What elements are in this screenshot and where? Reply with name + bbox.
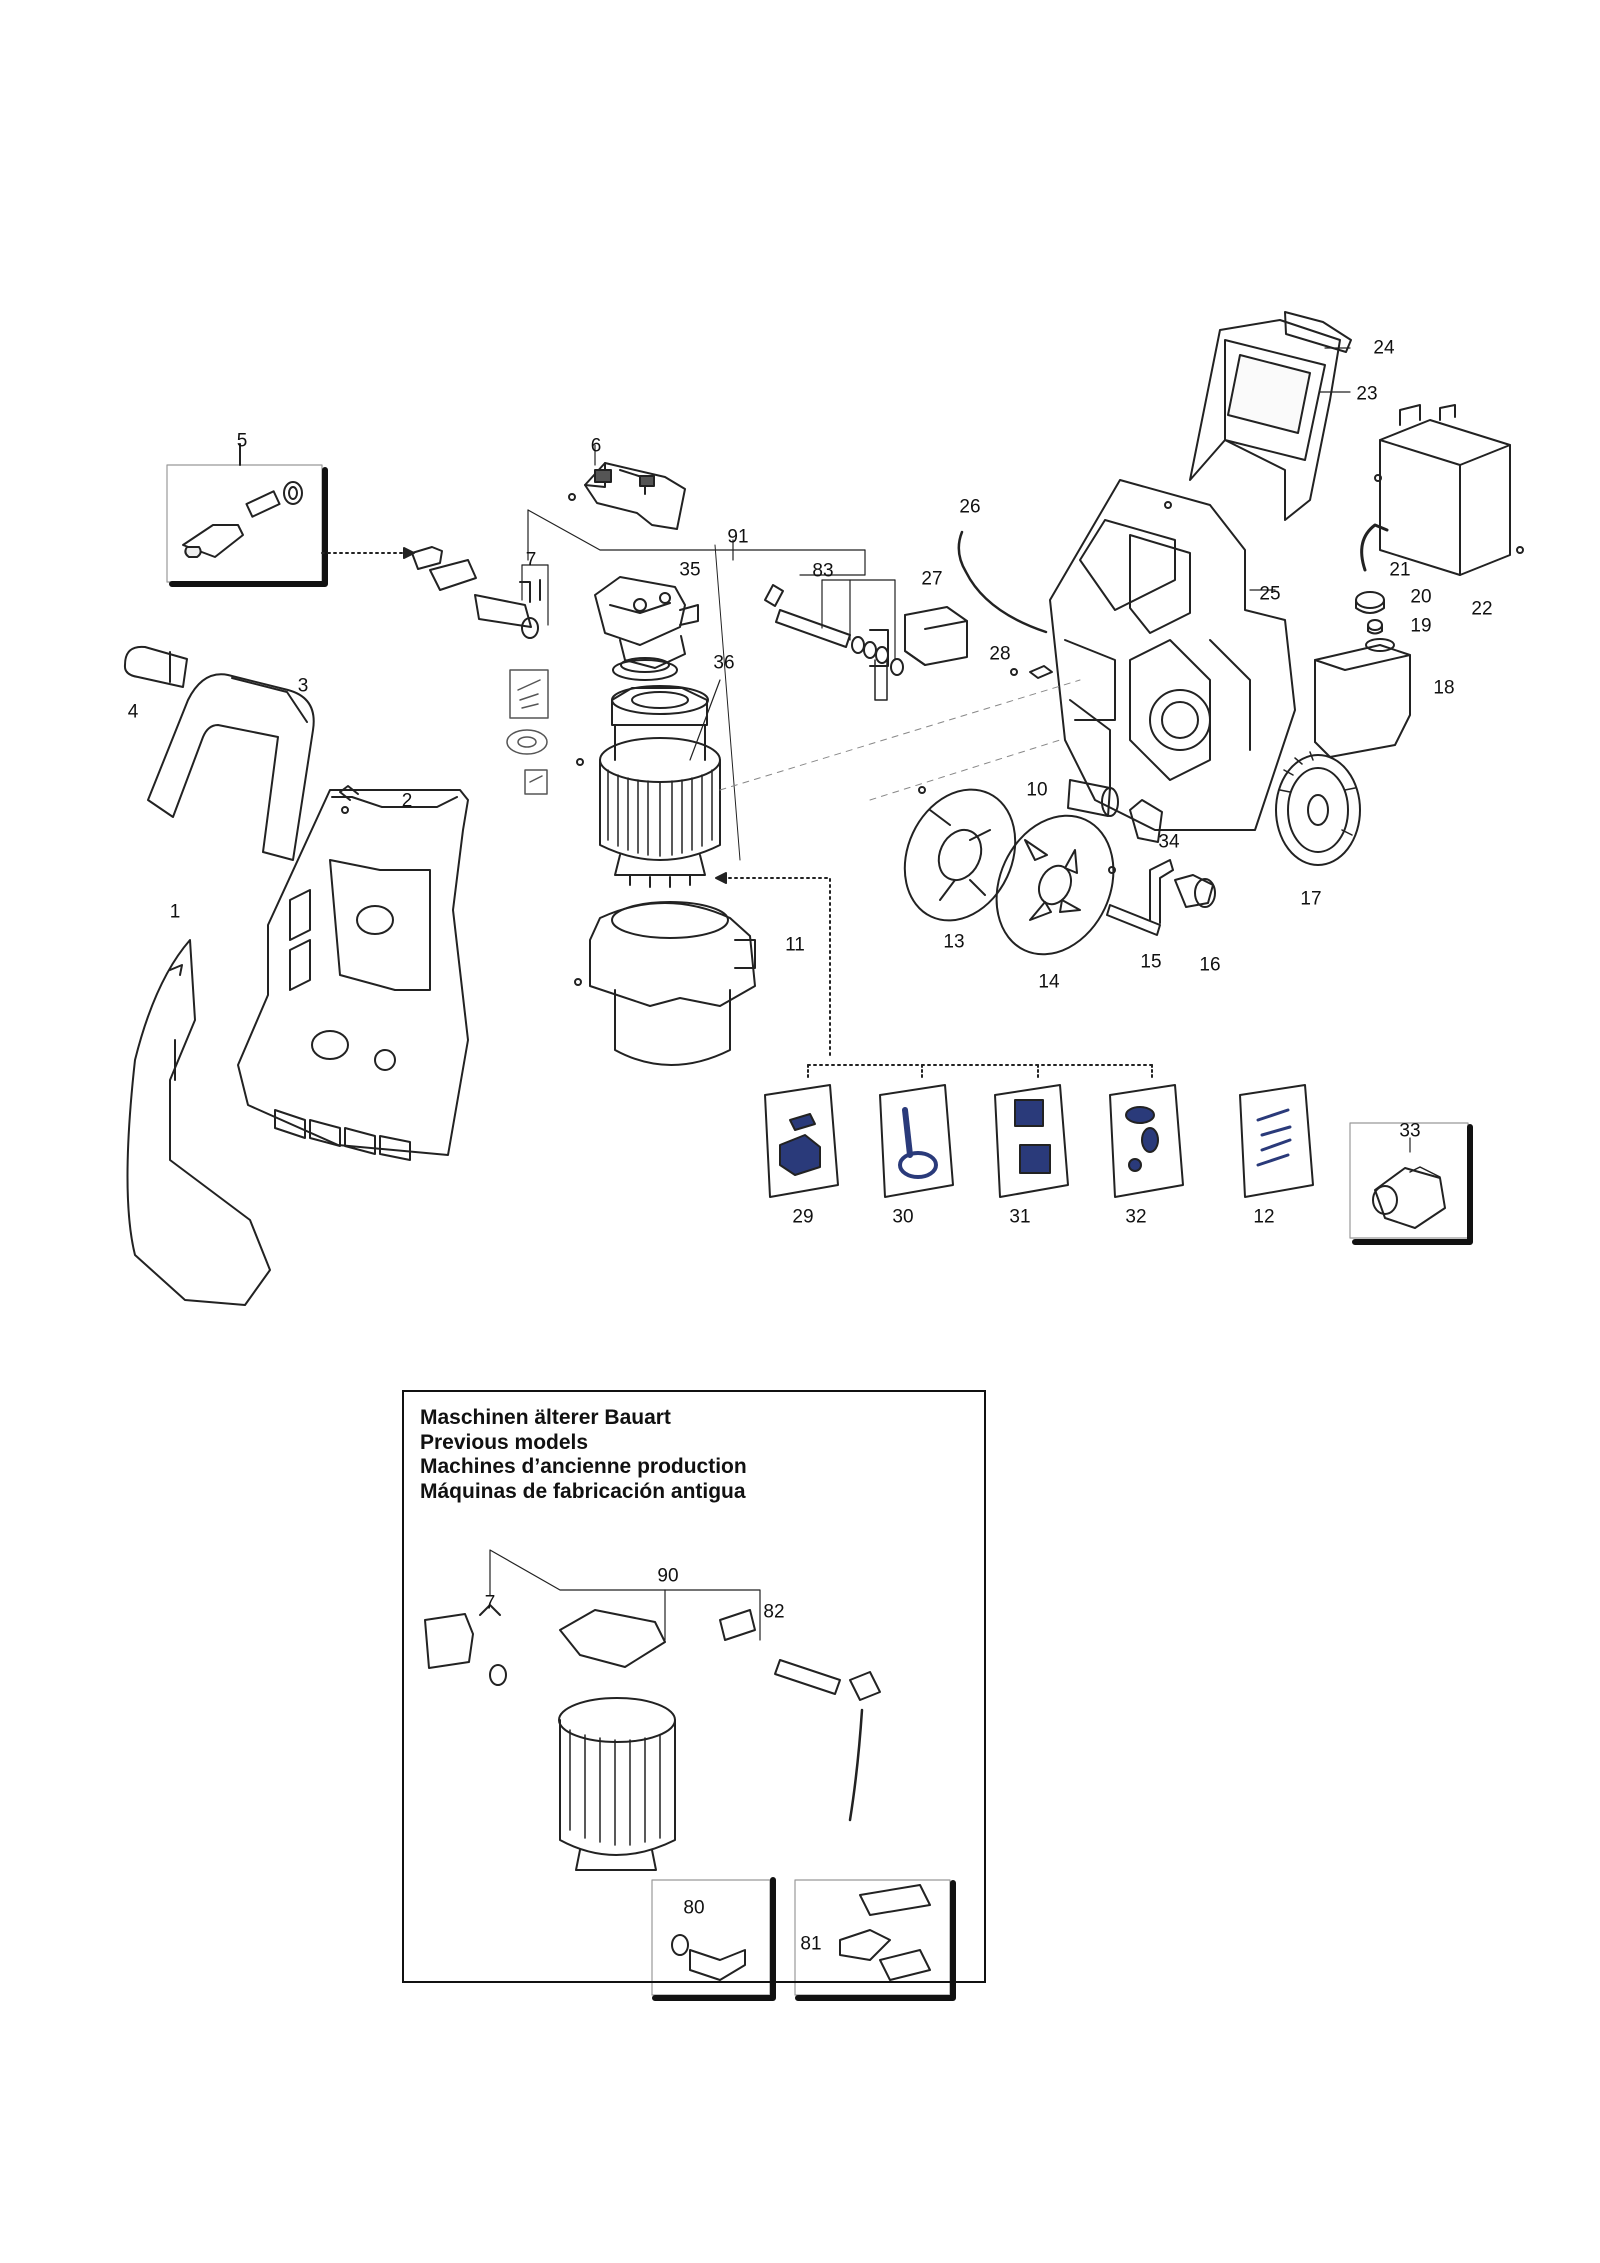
part-10-34 bbox=[1067, 779, 1163, 843]
callout-15: 15 bbox=[1140, 951, 1162, 973]
legacy-part-80-inset bbox=[651, 1877, 776, 2001]
group-91-leaders bbox=[527, 509, 866, 861]
part-19-20-21 bbox=[1355, 523, 1389, 635]
kit-32 bbox=[1109, 1084, 1184, 1198]
callout-36: 36 bbox=[713, 652, 735, 674]
part-35-pump-head bbox=[594, 576, 699, 681]
title-english: Previous models bbox=[420, 1430, 589, 1454]
legacy-part-81-inset bbox=[794, 1879, 956, 2001]
part-15-16-crank bbox=[1106, 859, 1216, 936]
part-33-quick-coupling bbox=[1349, 1122, 1473, 1245]
callout-24: 24 bbox=[1373, 337, 1395, 359]
legacy-callout-90: 90 bbox=[657, 1565, 679, 1587]
part-3-handle bbox=[147, 673, 315, 861]
part-13-reel-disc bbox=[903, 786, 1017, 922]
callout-26: 26 bbox=[959, 496, 981, 518]
legacy-callout-82: 82 bbox=[763, 1601, 785, 1623]
part-25-main-housing bbox=[1049, 479, 1296, 831]
previous-models-title: Maschinen älterer Bauart Previous models… bbox=[420, 1406, 747, 1504]
part-23-24-top-handle bbox=[1189, 311, 1352, 521]
part-83-outlet bbox=[764, 579, 904, 701]
callout-18: 18 bbox=[1433, 677, 1455, 699]
callout-30: 30 bbox=[892, 1206, 914, 1228]
part-4-grip bbox=[123, 645, 188, 688]
callout-27: 27 bbox=[921, 568, 943, 590]
callout-3: 3 bbox=[297, 675, 309, 697]
legacy-callout-81: 81 bbox=[800, 1933, 822, 1955]
callout-34: 34 bbox=[1158, 831, 1180, 853]
callout-17: 17 bbox=[1300, 888, 1322, 910]
title-french: Machines d’ancienne production bbox=[420, 1455, 747, 1478]
part-18-tank bbox=[1314, 638, 1411, 758]
legacy-callout-80: 80 bbox=[683, 1897, 705, 1919]
callout-10: 10 bbox=[1026, 779, 1048, 801]
part-2-front-cover bbox=[237, 785, 469, 1161]
callout-11: 11 bbox=[785, 934, 805, 956]
kit-30 bbox=[879, 1084, 954, 1198]
part-1-side-panel bbox=[126, 939, 271, 1306]
callout-1: 1 bbox=[169, 901, 181, 923]
callout-20: 20 bbox=[1410, 586, 1432, 608]
callout-19: 19 bbox=[1410, 615, 1432, 637]
callout-2: 2 bbox=[401, 790, 413, 812]
callout-33: 33 bbox=[1399, 1120, 1421, 1142]
callout-25: 25 bbox=[1259, 583, 1281, 605]
part-22-holder bbox=[1374, 404, 1524, 576]
callout-23: 23 bbox=[1356, 383, 1378, 405]
callout-28: 28 bbox=[989, 643, 1011, 665]
part-14-reel bbox=[995, 814, 1116, 956]
callout-21: 21 bbox=[1389, 559, 1411, 581]
legacy-models-drawing bbox=[424, 1549, 956, 2001]
callout-31: 31 bbox=[1009, 1206, 1031, 1228]
callout-5: 5 bbox=[236, 430, 248, 452]
seal-kit-icons bbox=[506, 669, 549, 795]
callout-7: 7 bbox=[525, 549, 537, 571]
previous-models-box: Maschinen älterer Bauart Previous models… bbox=[402, 1390, 986, 1983]
legacy-callout-7: 7 bbox=[484, 1592, 496, 1614]
part-7-inlet bbox=[411, 546, 549, 639]
callout-83: 83 bbox=[812, 560, 834, 582]
callout-16: 16 bbox=[1199, 954, 1221, 976]
callout-12: 12 bbox=[1253, 1206, 1275, 1228]
kit-12 bbox=[1239, 1084, 1314, 1198]
part-5-hose-connector bbox=[166, 443, 328, 587]
callout-13: 13 bbox=[943, 931, 965, 953]
part-6-cover bbox=[568, 444, 686, 530]
callout-29: 29 bbox=[792, 1206, 814, 1228]
callout-6: 6 bbox=[590, 435, 602, 457]
part-36-motor bbox=[576, 679, 721, 888]
callout-4: 4 bbox=[127, 701, 139, 723]
kit-31 bbox=[994, 1084, 1069, 1198]
callout-35: 35 bbox=[679, 559, 701, 581]
part-17-wheel bbox=[1275, 751, 1361, 866]
callout-22: 22 bbox=[1471, 598, 1493, 620]
part-11-motor-housing bbox=[574, 901, 756, 1066]
callout-91: 91 bbox=[727, 526, 749, 548]
part-26-27-28-switch bbox=[904, 530, 1053, 679]
callout-32: 32 bbox=[1125, 1206, 1147, 1228]
callout-14: 14 bbox=[1038, 971, 1060, 993]
title-german: Maschinen älterer Bauart bbox=[420, 1406, 671, 1429]
kit-29 bbox=[764, 1084, 839, 1198]
title-spanish: Máquinas de fabricación antigua bbox=[420, 1479, 746, 1503]
